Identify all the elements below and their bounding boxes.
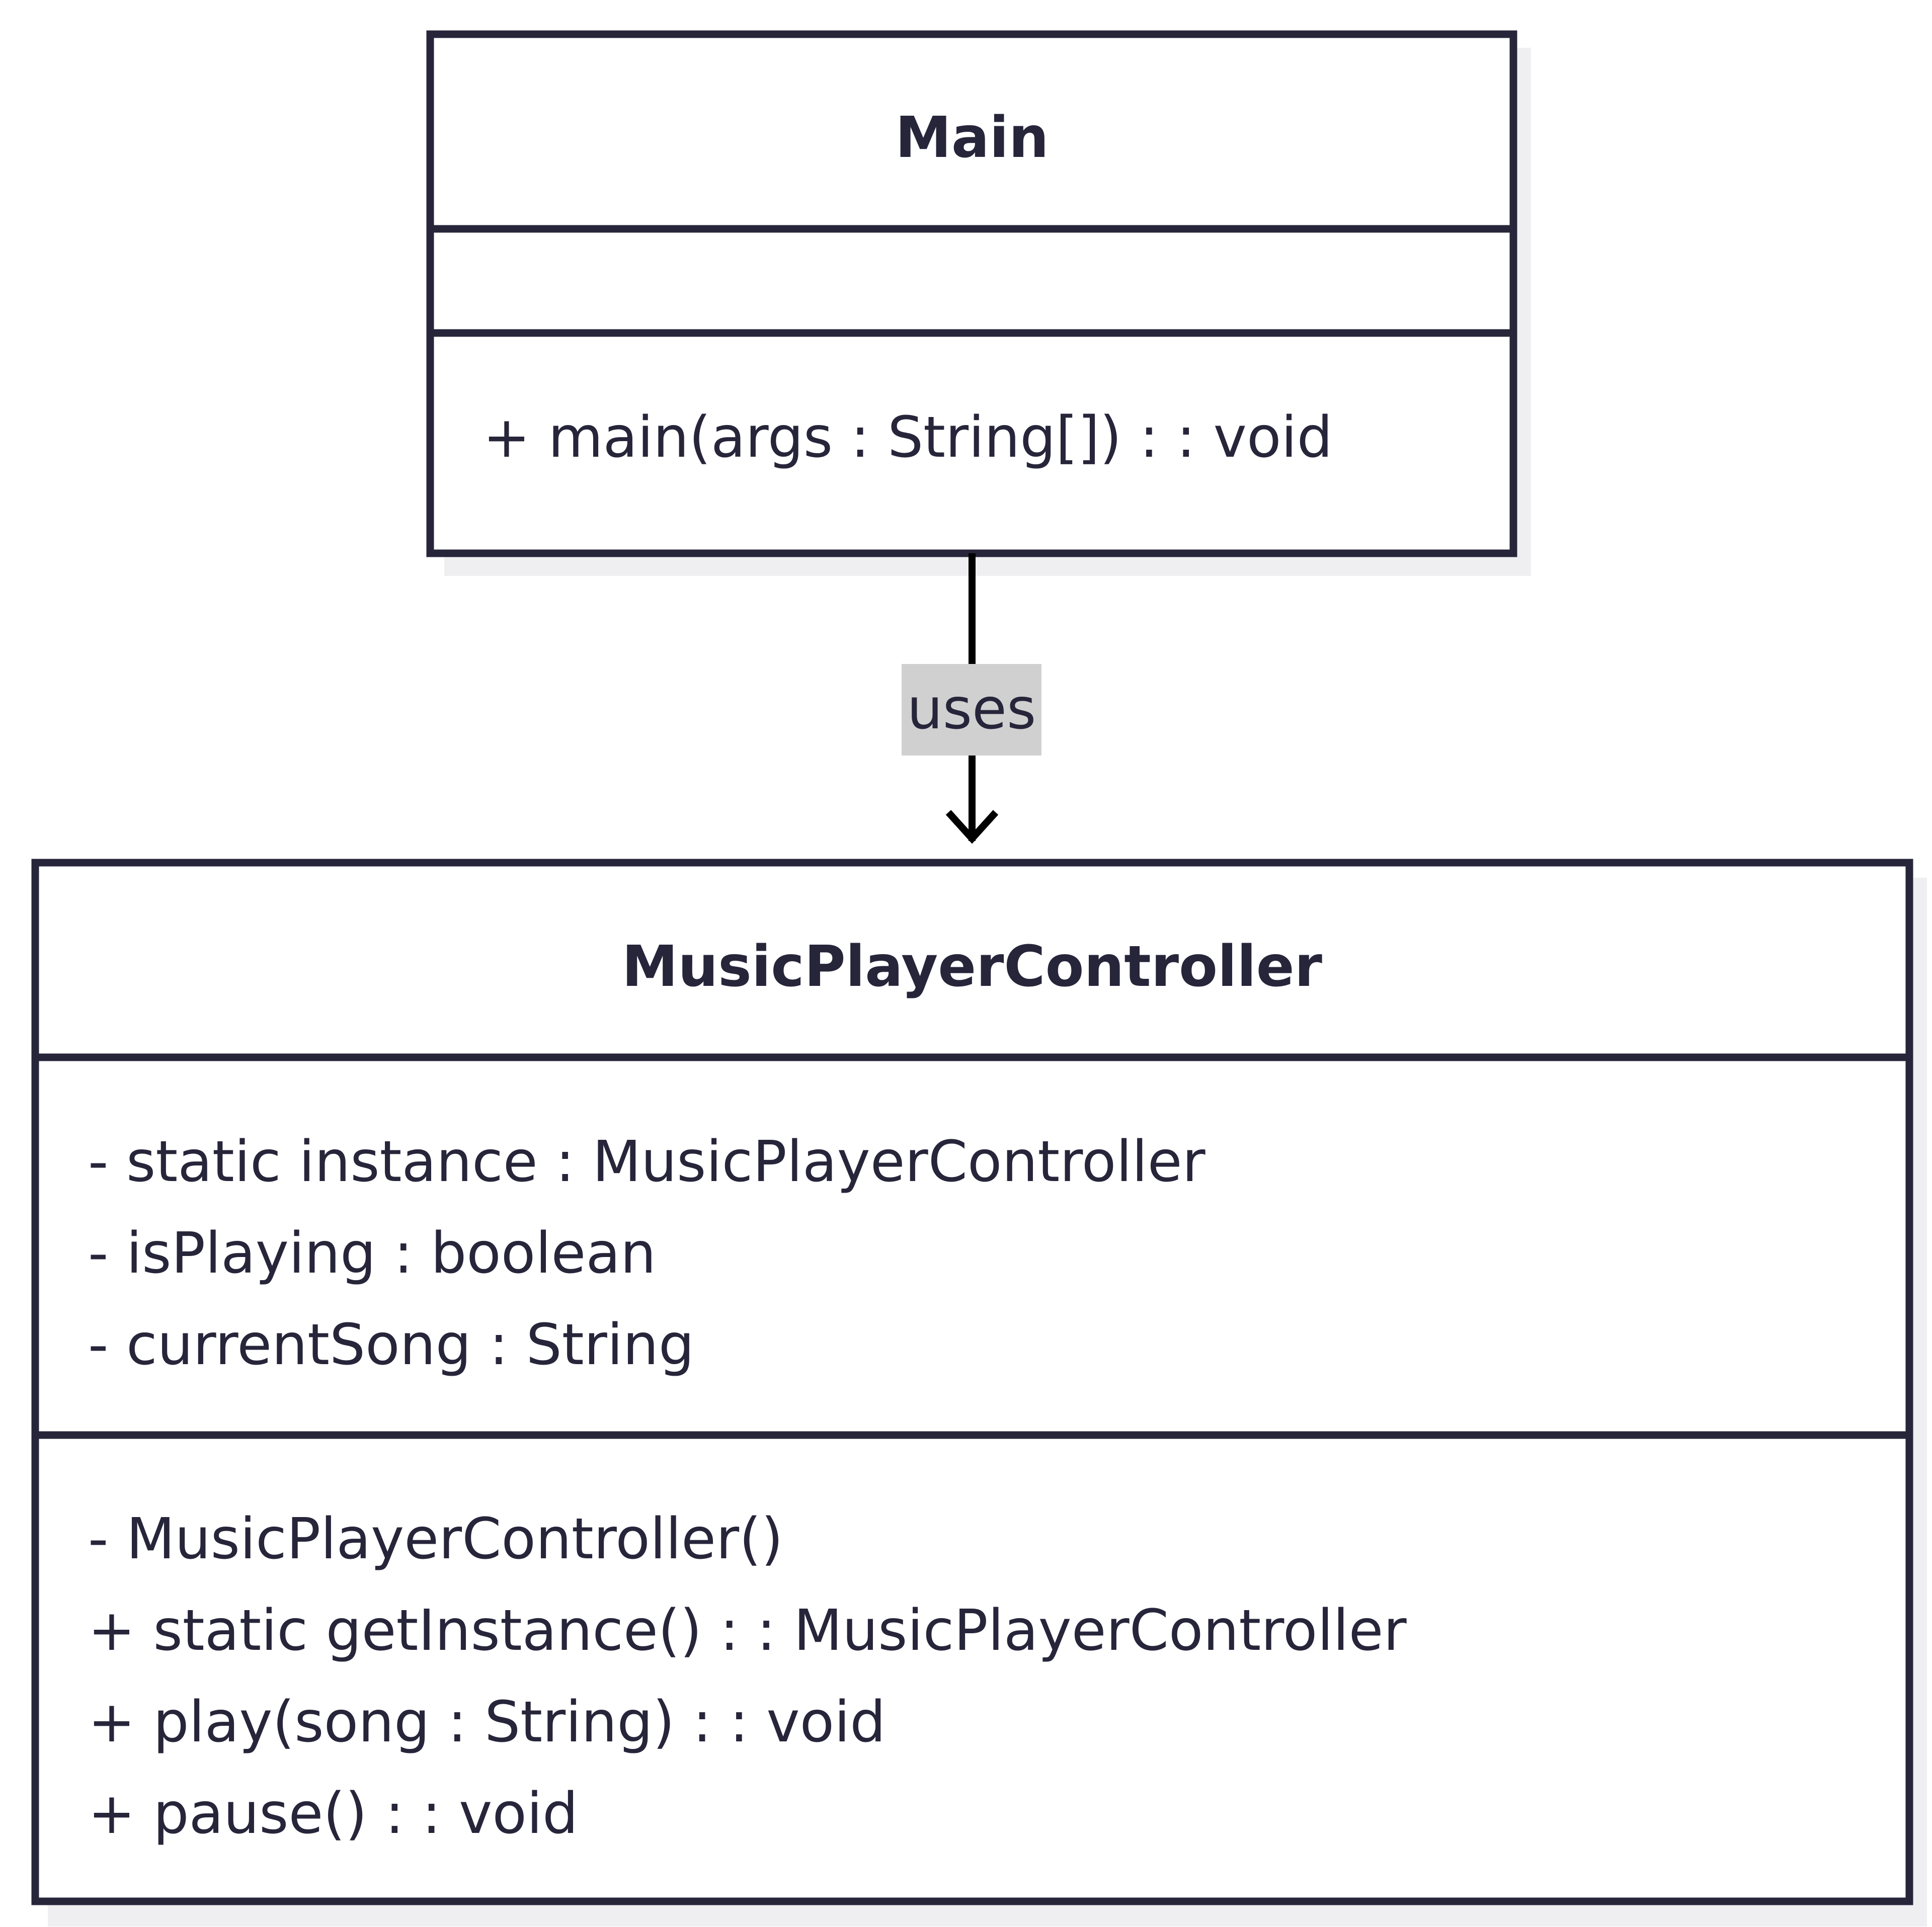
class-controller-title: MusicPlayerController bbox=[622, 934, 1322, 999]
class-controller-method: + play(song : String) : : void bbox=[88, 1690, 886, 1755]
class-music-player-controller[interactable]: MusicPlayerController - static instance … bbox=[31, 859, 1927, 1926]
relation-uses[interactable]: uses bbox=[902, 553, 1041, 844]
class-main-title: Main bbox=[895, 105, 1049, 171]
class-controller-attribute: - static instance : MusicPlayerControlle… bbox=[88, 1129, 1206, 1195]
class-controller-method: + static getInstance() : : MusicPlayerCo… bbox=[88, 1598, 1407, 1663]
class-main-method: + main(args : String[]) : : void bbox=[483, 405, 1333, 470]
class-controller-box bbox=[31, 859, 1913, 1905]
relation-label: uses bbox=[907, 677, 1036, 742]
class-controller-attribute: - isPlaying : boolean bbox=[88, 1221, 656, 1286]
open-arrow-icon bbox=[945, 810, 999, 844]
class-controller-method: - MusicPlayerController() bbox=[88, 1506, 783, 1572]
class-main[interactable]: Main + main(args : String[]) : : void bbox=[426, 30, 1531, 576]
class-controller-attribute: - currentSong : String bbox=[88, 1312, 694, 1378]
relation-label-background bbox=[902, 664, 1041, 756]
class-main-box bbox=[426, 30, 1517, 557]
class-controller-method: + pause() : : void bbox=[88, 1781, 578, 1847]
